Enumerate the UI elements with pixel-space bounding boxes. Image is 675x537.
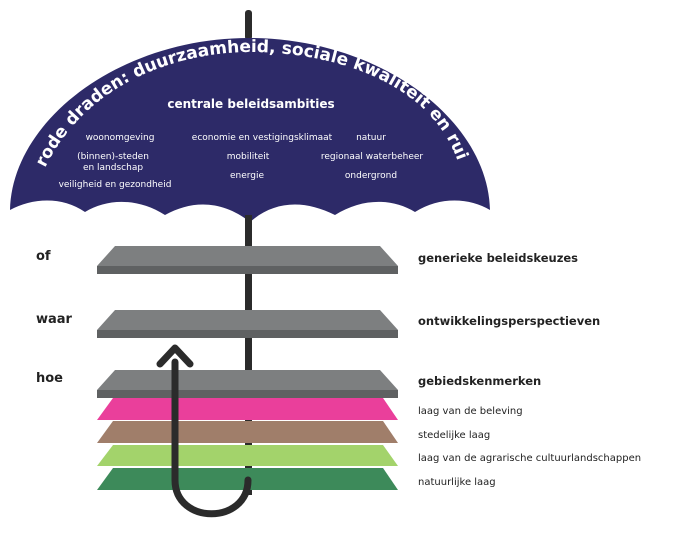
level-gebied: gebiedskenmerken bbox=[418, 374, 541, 388]
umbrella-handle-arrow bbox=[171, 358, 252, 518]
ambition-veiligheid: veiligheid en gezondheid bbox=[59, 180, 172, 190]
ambition-steden-line1: (binnen)-steden bbox=[77, 152, 149, 162]
question-of: of bbox=[36, 249, 51, 264]
layer-agrarisch bbox=[97, 445, 398, 466]
layer-stedelijk bbox=[97, 421, 398, 443]
umbrella-shaft bbox=[245, 215, 252, 495]
layer-label-beleving: laag van de beleving bbox=[418, 406, 523, 417]
ambition-woonomgeving: woonomgeving bbox=[86, 133, 155, 143]
ambition-ondergrond: ondergrond bbox=[345, 171, 397, 181]
ambition-natuur: natuur bbox=[356, 133, 386, 143]
ambition-steden-line2: en landschap bbox=[83, 163, 143, 173]
ambitions-heading: centrale beleidsambities bbox=[167, 97, 334, 111]
umbrella-tip bbox=[245, 10, 252, 40]
layer-label-natuurlijk: natuurlijke laag bbox=[418, 477, 496, 488]
layer-beleving bbox=[97, 398, 398, 420]
plate-gebied bbox=[97, 370, 398, 398]
question-hoe: hoe bbox=[36, 371, 63, 386]
ambition-energie: energie bbox=[230, 171, 265, 181]
plate-ontwikkeling bbox=[97, 310, 398, 338]
layer-label-stedelijk: stedelijke laag bbox=[418, 430, 490, 441]
layer-label-agrarisch: laag van de agrarische cultuurlandschapp… bbox=[418, 453, 641, 464]
level-generiek: generieke beleidskeuzes bbox=[418, 251, 578, 265]
level-ontwikkeling: ontwikkelingsperspectieven bbox=[418, 314, 600, 328]
ambition-economie: economie en vestigingsklimaat bbox=[192, 133, 333, 143]
umbrella-canopy bbox=[10, 38, 490, 222]
plate-generiek bbox=[97, 246, 398, 274]
question-waar: waar bbox=[36, 312, 73, 327]
ambition-waterbeheer: regionaal waterbeheer bbox=[321, 152, 424, 162]
ambition-mobiliteit: mobiliteit bbox=[227, 152, 270, 162]
arrow-head-icon bbox=[156, 344, 194, 368]
